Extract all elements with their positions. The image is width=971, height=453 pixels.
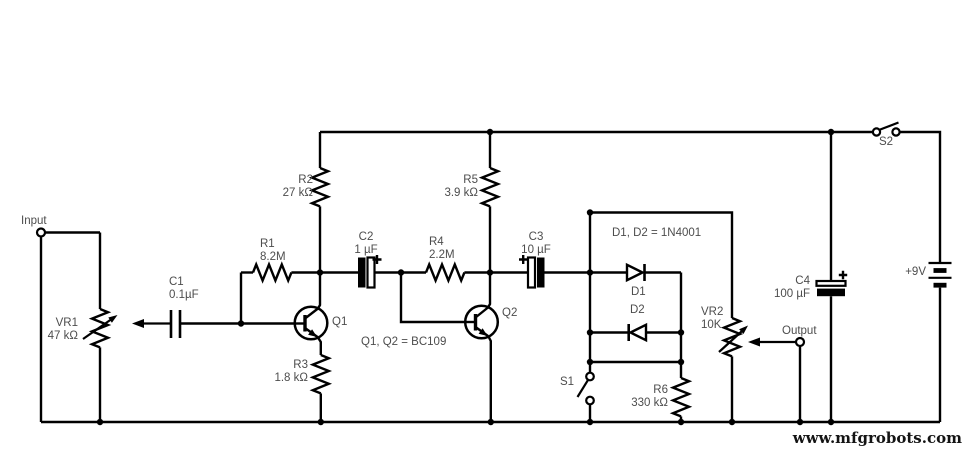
- input-terminal: [35, 227, 100, 422]
- d2-label: D2: [630, 304, 645, 316]
- diode-note: D1, D2 = 1N4001: [612, 227, 702, 239]
- vr2-label: VR2 10K: [701, 306, 724, 331]
- vr1-potentiometer: [82, 232, 171, 422]
- input-label: Input: [21, 215, 47, 227]
- junction-dots: [96, 128, 835, 426]
- vr2-potentiometer: [718, 316, 796, 422]
- top-rail-wire: [320, 130, 942, 262]
- c1-label: C1 0.1µF: [169, 276, 199, 301]
- r2-label: R2 27 kΩ: [282, 174, 313, 199]
- q2-base-wire: [399, 272, 466, 324]
- watermark-text: www.mfgrobots.com: [792, 429, 962, 447]
- r5-label: R5 3.9 kΩ: [444, 174, 478, 199]
- q1-label: Q1: [332, 316, 348, 328]
- vr1-label: VR1 47 kΩ: [47, 317, 78, 342]
- q2-label: Q2: [502, 307, 518, 319]
- r1-resistor: [241, 263, 320, 282]
- s1-label: S1: [560, 376, 575, 388]
- r6-resistor: [671, 362, 691, 422]
- output-label: Output: [782, 325, 817, 337]
- r3-label: R3 1.8 kΩ: [274, 359, 308, 384]
- d1-diode: [590, 262, 681, 283]
- r4-resistor: [401, 263, 490, 282]
- c4-label: C4 100 µF: [773, 275, 810, 300]
- battery-label: +9V: [905, 266, 926, 278]
- s2-switch: [871, 121, 901, 137]
- r3-resistor: [311, 353, 330, 422]
- r2-resistor: [310, 132, 330, 273]
- r6-label: R6 330 kΩ: [631, 384, 668, 409]
- s1-switch: [576, 362, 595, 422]
- r1-label: R1 8.2M: [260, 238, 286, 263]
- r4-label: R4 2.2M: [429, 236, 455, 261]
- d1-label: D1: [631, 286, 646, 298]
- d2-diode: [590, 322, 681, 343]
- diode-network-wires: [588, 211, 734, 364]
- c2-label: C2 1 µF: [354, 231, 378, 256]
- transistor-note: Q1, Q2 = BC109: [361, 336, 447, 348]
- output-terminal: [794, 336, 806, 422]
- q2-transistor: [463, 272, 500, 422]
- q1-transistor: [293, 272, 329, 355]
- c2-capacitor: [320, 255, 401, 289]
- c3-label: C3 10 µF: [521, 231, 551, 256]
- r5-resistor: [480, 132, 500, 273]
- battery-9v: [928, 261, 952, 422]
- c4-capacitor: [815, 132, 848, 422]
- c3-capacitor: [490, 255, 590, 289]
- s2-label: S2: [879, 136, 894, 148]
